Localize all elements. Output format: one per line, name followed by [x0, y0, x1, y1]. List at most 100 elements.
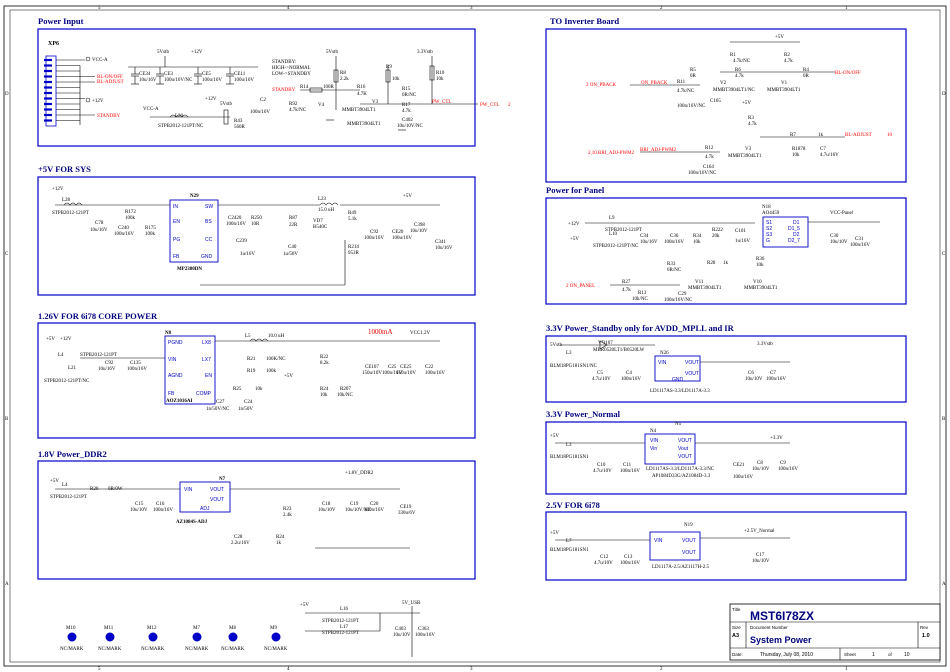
xp6-connector	[45, 55, 57, 127]
n33-c8-ref: C8	[757, 461, 763, 466]
sb-5vstb: 5Vstb	[550, 343, 562, 348]
panel-r27-ref: R27	[622, 280, 631, 285]
mark-icon	[148, 632, 158, 642]
mark-m12: M12 NC/MARK	[141, 626, 165, 652]
n26-pin-vout2: VOUT	[685, 371, 699, 377]
normal33-title: 3.3V Power_Normal	[546, 409, 621, 419]
inv-on-pback-net: ON_PBACK	[641, 81, 668, 86]
inv-r1878-ref: R1878	[792, 147, 806, 152]
r19-ref: R19	[247, 369, 256, 374]
n29-pin-cc: CC	[205, 237, 213, 243]
c24-ref: C24	[244, 400, 253, 405]
ce21-ref: CE21	[733, 463, 745, 468]
n18-ref: N18	[762, 205, 771, 210]
ddr2-c15-value: 10u/10V	[130, 508, 148, 513]
border-row-a-right: A	[942, 582, 946, 587]
sb-c7-value: 100n/16V	[766, 377, 786, 382]
n29-pin-in: IN	[173, 204, 178, 210]
inv-r5-value: 0R	[690, 74, 697, 79]
n33-l3-value: BLM18PG181SN1	[550, 455, 589, 460]
mmbt-label-a: MMBT3904LT1	[342, 108, 376, 113]
r23-ref: R23	[283, 507, 292, 512]
inv-r12-ref: R12	[705, 146, 714, 151]
r10-value: 10k	[436, 77, 444, 82]
usb-plus5v: +5V	[300, 603, 309, 608]
mmbt-label-b: MMBT3904LT1	[347, 122, 381, 127]
inverter-circuit: +5V R1 4.7k/NC R2 4.7k R5 0R R6 4.7k R4 …	[586, 35, 893, 176]
panel-c31-value: 100n/16V	[850, 243, 870, 248]
c403-value: 10u/10V	[393, 633, 411, 638]
l16-value: STPB2012-121PT	[322, 619, 359, 624]
v5stb-label-b: 5Vstb	[220, 102, 232, 107]
plus12v-label-a: +12V	[191, 50, 203, 55]
r214-value: 953R	[348, 251, 360, 256]
mark-value: NC/MARK	[98, 647, 122, 652]
n33-c9-value: 100n/16V	[778, 467, 798, 472]
panel-title: Power for Panel	[546, 185, 605, 195]
c239-value: 1u/16V	[240, 252, 255, 257]
v25-circuit: +5V L7 BLM18PG181SN1 C12 4.7u/10V C13 10…	[550, 523, 790, 570]
c363-ref: C363	[418, 627, 429, 632]
inv-v3-part: MMBT3904LT1	[728, 154, 762, 159]
core-c25-ref: C25	[388, 365, 397, 370]
standby-note-2: HIGH->NORMAL	[272, 66, 311, 71]
c2-value: 100n/16V	[250, 110, 270, 115]
n26-pin-vout: VOUT	[685, 360, 699, 366]
size-value: A3	[732, 633, 739, 639]
n18-ic	[762, 216, 809, 248]
sheet-value: 1	[872, 652, 875, 658]
border-row-d-right: D	[942, 92, 946, 97]
mark-m7: M7 NC/MARK	[185, 626, 209, 652]
power-input-box	[37, 28, 476, 147]
sys5v-box	[37, 176, 476, 296]
inv-r2-value: 4.7k	[784, 59, 793, 64]
ce107-ref: CE107	[365, 365, 379, 370]
ce11-ref: CE11	[234, 72, 246, 77]
l23-value: 15.0 uH	[318, 208, 335, 213]
r207-value: 10k/NC	[337, 393, 354, 398]
mark-icon	[67, 632, 77, 642]
n19-pin-vout2: VOUT	[682, 550, 696, 556]
c40-value: 1u/50V	[283, 252, 298, 257]
mark-value: NC/MARK	[185, 647, 209, 652]
mark-m9: M9 NC/MARK	[264, 626, 288, 652]
ddr2-c20-ref: C20	[370, 502, 379, 507]
r207-ref: R207	[340, 387, 351, 392]
sb-c7-ref: C7	[770, 371, 776, 376]
n19-pin-vout: VOUT	[682, 538, 696, 544]
l9-value: STPB2012-121PT	[605, 228, 642, 233]
bl-on-off-net: BL-ON/OFF	[97, 75, 123, 80]
ce19-value: 330u/6V	[398, 511, 416, 516]
c28-value: 2.2u/16V	[231, 541, 250, 546]
border-col-2: 2	[660, 6, 663, 11]
sys5v-title: +5V FOR SYS	[38, 164, 91, 174]
n18-pin-d2: D2	[793, 232, 800, 238]
panel-r28-ref: R28	[707, 261, 716, 266]
v25-c13-value: 100n/16V	[620, 561, 640, 566]
panel-c34-ref: C34	[640, 234, 649, 239]
v10-ref: V10	[753, 280, 762, 285]
inv-r7-value: 1k	[818, 133, 824, 138]
panel-r13-value: 10k/NC	[632, 297, 649, 302]
c27-ref: C27	[216, 400, 225, 405]
sheet-label: Sheet	[844, 652, 857, 657]
n7-ref: N7	[219, 477, 226, 482]
r19-value: 100k	[266, 369, 277, 374]
usb-circuit: +5V L16 STPB2012-121PT L17 STPB2012-121P…	[300, 601, 435, 657]
normal33-circuit: +5V L3 BLM18PG181SN1 C10 4.7u/10V C11 10…	[550, 422, 798, 480]
v25-c12-ref: C12	[600, 555, 609, 560]
sb-c6-ref: C6	[748, 371, 754, 376]
l28-value: STPB2012-121PT	[52, 211, 89, 216]
panel-c36-ref: C36	[670, 234, 679, 239]
l17-value: STPB2012-121PT	[322, 631, 359, 636]
date-label: Date:	[732, 652, 743, 657]
n29-ref: N29	[190, 194, 199, 199]
n29-part: MP2380DN	[177, 267, 202, 272]
core-c135-ref: C135	[130, 361, 141, 366]
n19-ref: N19	[684, 523, 693, 528]
border-row-c: C	[5, 252, 9, 257]
core-l4-ref: L4	[58, 353, 64, 358]
n26-ic	[654, 355, 701, 382]
mark-ref: M11	[104, 626, 114, 631]
n7-pin-vout: VOUT	[210, 487, 224, 493]
